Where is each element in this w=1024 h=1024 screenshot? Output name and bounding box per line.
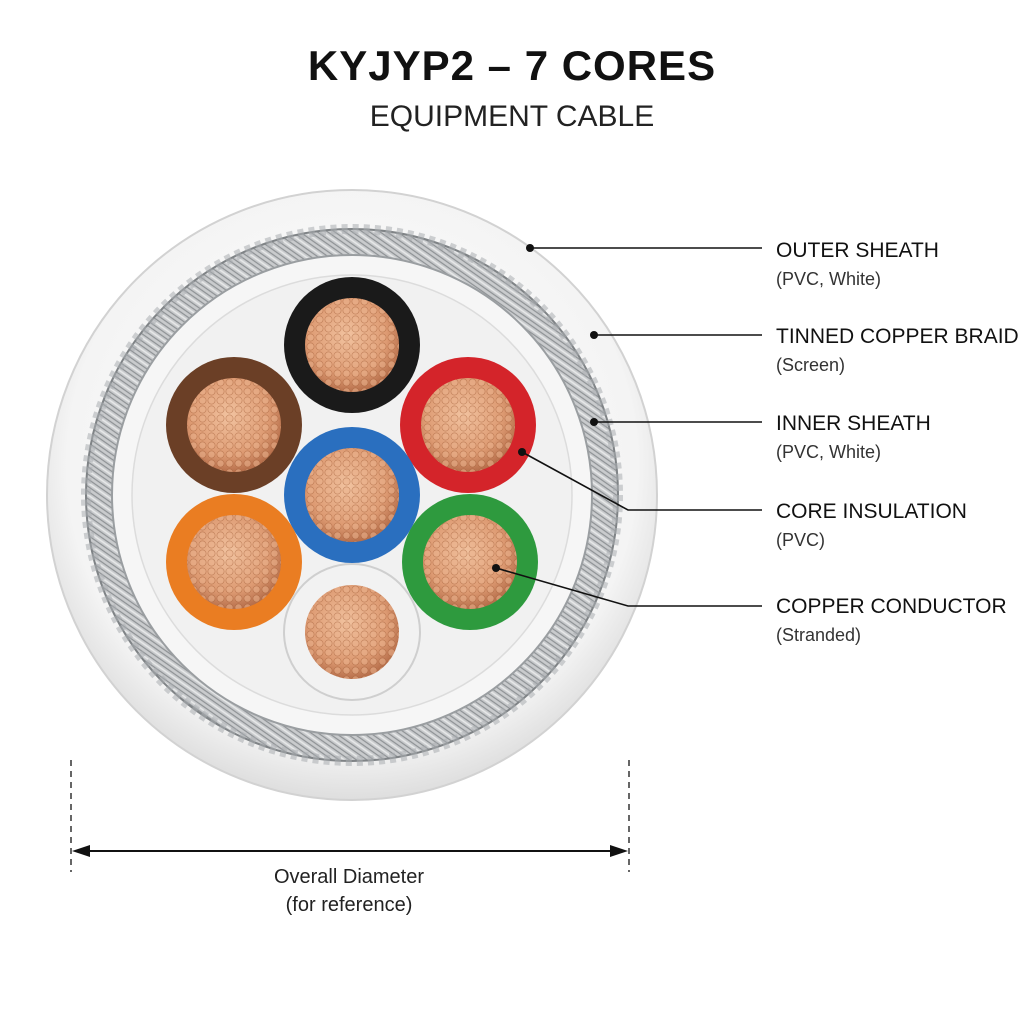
callout-braid-title: TINNED COPPER BRAID — [776, 325, 1019, 348]
dimension-sublabel: (for reference) — [286, 894, 413, 916]
arrowhead-left-icon — [72, 845, 90, 857]
leader-dot — [590, 331, 598, 339]
leader-copper-conductor — [495, 567, 762, 607]
arrowhead-right-icon — [610, 845, 628, 857]
core-orange — [166, 494, 302, 630]
conductor-strands — [187, 515, 281, 609]
core-green — [402, 494, 538, 630]
core-white — [283, 563, 421, 701]
dimension-label: Overall Diameter — [274, 866, 424, 888]
leader-dots — [492, 244, 598, 572]
braid-texture — [81, 224, 623, 766]
conductor-strands — [187, 378, 281, 472]
leader-lines — [495, 247, 762, 607]
leader-dot — [526, 244, 534, 252]
diagram-title: KYJYP2 – 7 CORES — [307, 42, 717, 89]
conductor-strands — [421, 378, 515, 472]
conductor-strands — [305, 448, 399, 542]
leader-core-insulation — [521, 451, 762, 511]
conductor-strands — [305, 585, 399, 679]
callout-copper-conductor-sub: (Stranded) — [776, 625, 861, 645]
conductor-strands — [305, 298, 399, 392]
core-blue — [284, 427, 420, 563]
leader-dot — [590, 418, 598, 426]
callout-outer-sheath-title: OUTER SHEATH — [776, 239, 939, 262]
callout-inner-sheath-title: INNER SHEATH — [776, 412, 931, 435]
diagram-subtitle: EQUIPMENT CABLE — [369, 100, 655, 133]
callout-core-insulation-title: CORE INSULATION — [776, 500, 967, 523]
core-brown — [166, 357, 302, 493]
diameter-dimension — [70, 760, 630, 872]
callout-outer-sheath-sub: (PVC, White) — [776, 269, 881, 289]
callout-copper-conductor-title: COPPER CONDUCTOR — [776, 595, 1007, 618]
leader-dot — [492, 564, 500, 572]
conductor-strands — [423, 515, 517, 609]
callout-braid-sub: (Screen) — [776, 355, 845, 375]
leader-dot — [518, 448, 526, 456]
callout-core-insulation-sub: (PVC) — [776, 530, 825, 550]
core-black — [284, 277, 420, 413]
callout-inner-sheath-sub: (PVC, White) — [776, 442, 881, 462]
core-red — [400, 357, 536, 493]
